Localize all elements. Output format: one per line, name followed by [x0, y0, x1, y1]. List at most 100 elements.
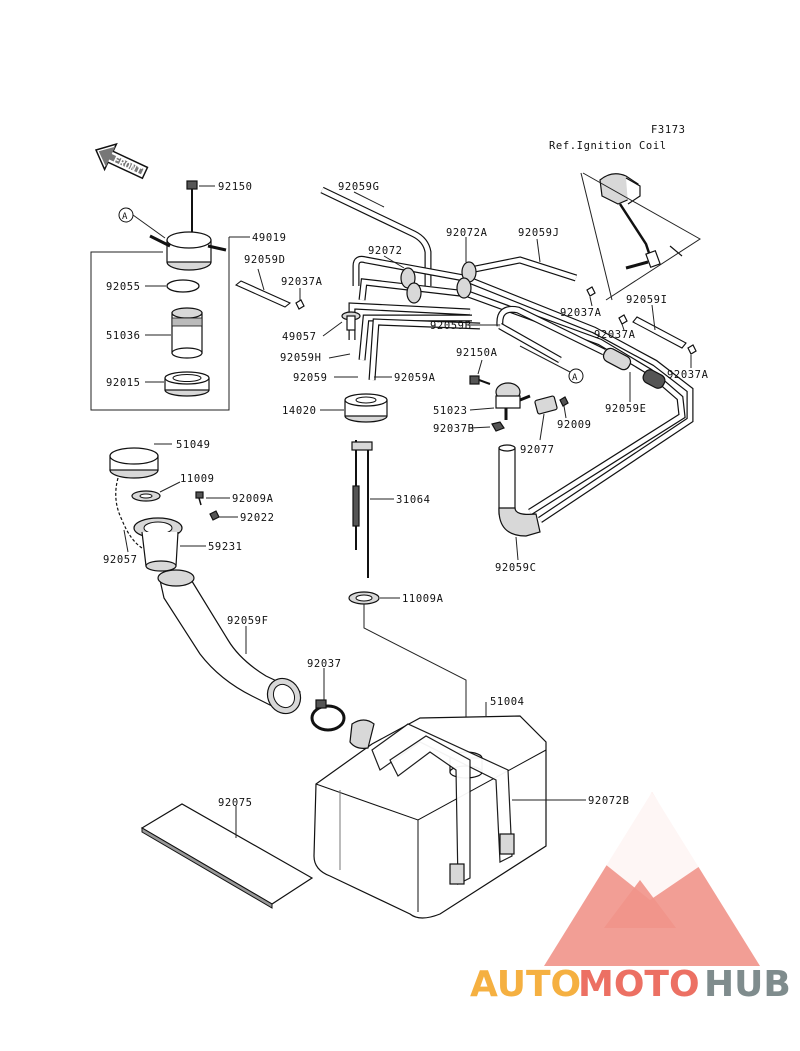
front-arrow: FRONT — [94, 142, 149, 180]
label-31064: 31064 — [396, 494, 431, 506]
label-92037A-4: 92037A — [667, 369, 709, 381]
part-92037A-clip-1 — [295, 299, 305, 310]
leader-49057 — [322, 321, 343, 337]
leader-92072 — [383, 255, 405, 269]
part-92059C-elbow-hose — [498, 444, 541, 537]
leader-92057 — [123, 529, 129, 553]
leader-11009 — [159, 481, 181, 493]
label-14020: 14020 — [282, 405, 317, 417]
part-92059E-hose-sleeve — [602, 347, 666, 389]
figure-code: F3173 — [651, 124, 686, 136]
leader-92059D — [257, 268, 265, 291]
connector-a-marker-right — [568, 368, 584, 384]
leader-92077 — [539, 413, 545, 441]
label-51036: 51036 — [106, 330, 141, 342]
label-92059G: 92059G — [338, 181, 380, 193]
part-92037A-clip-3 — [618, 314, 628, 325]
leader-connector-a-left — [132, 214, 166, 239]
part-92015-bowl-ring — [164, 371, 210, 397]
label-51049: 51049 — [176, 439, 211, 451]
label-49019: 49019 — [252, 232, 287, 244]
reference-note: Ref.Ignition Coil — [549, 140, 667, 152]
part-92037A-clip-2 — [586, 286, 596, 297]
label-92057: 92057 — [103, 554, 138, 566]
part-92009A-screw — [195, 491, 204, 506]
part-92037A-clip-4 — [687, 344, 697, 355]
label-92037A-3: 92037A — [594, 329, 636, 341]
label-92072: 92072 — [368, 245, 403, 257]
label-92072A: 92072A — [446, 227, 488, 239]
label-92059F: 92059F — [227, 615, 269, 627]
label-11009A: 11009A — [402, 593, 444, 605]
part-51049-filler-cap — [109, 447, 159, 479]
label-92059I: 92059I — [626, 294, 668, 306]
label-51004: 51004 — [490, 696, 525, 708]
label-51023: 51023 — [433, 405, 468, 417]
ignition-ref-leader — [580, 172, 613, 301]
label-92059H: 92059H — [280, 352, 322, 364]
ignition-ref-bracket — [582, 172, 701, 301]
label-49057: 49057 — [282, 331, 317, 343]
label-92055: 92055 — [106, 281, 141, 293]
leader-92009 — [563, 405, 567, 419]
label-92075: 92075 — [218, 797, 253, 809]
leader-92059J — [536, 238, 541, 263]
connector-a-label-right: A — [572, 373, 578, 383]
part-92072-clamp — [400, 267, 422, 304]
leader-92037B — [469, 426, 491, 429]
part-92150-screw — [186, 180, 198, 232]
leader-gasket-to-tank — [363, 604, 467, 748]
part-92055-o-ring — [166, 279, 200, 293]
part-92059D-hose — [234, 280, 292, 308]
leader-92037A-2 — [589, 296, 593, 307]
part-92059I-hose — [632, 316, 687, 349]
part-59231-filler-neck — [133, 517, 183, 572]
part-92037-hose-clamp — [310, 699, 346, 732]
part-14020-nut — [344, 393, 388, 423]
label-92009: 92009 — [557, 419, 592, 431]
part-11009A-gasket — [348, 591, 380, 605]
label-92022: 92022 — [240, 512, 275, 524]
part-92022-screw — [209, 510, 220, 521]
part-92059G-vent-hose — [320, 186, 432, 286]
watermark-auto: AUTO — [470, 964, 581, 1005]
part-49019-filter-head — [149, 231, 227, 271]
label-92059J: 92059J — [518, 227, 560, 239]
label-59231: 59231 — [208, 541, 243, 553]
watermark-logo: AUTO MOTO HUB — [470, 792, 791, 1005]
label-92059B: 92059B — [430, 320, 472, 332]
part-49057-fitting — [341, 311, 361, 331]
label-92150: 92150 — [218, 181, 253, 193]
label-92072B: 92072B — [588, 795, 630, 807]
part-51004-fuel-tank — [313, 715, 547, 919]
part-92075-pad — [140, 803, 314, 909]
leader-51023 — [469, 407, 495, 411]
leader-connector-a-right — [519, 345, 571, 373]
connector-a-label-left: A — [122, 212, 128, 222]
watermark-moto: MOTO — [578, 964, 700, 1005]
leader-92059G — [353, 191, 385, 208]
leader-92150A — [477, 359, 483, 375]
label-92037: 92037 — [307, 658, 342, 670]
label-92009A: 92009A — [232, 493, 274, 505]
leader-92059H — [328, 353, 351, 359]
label-92077: 92077 — [520, 444, 555, 456]
part-51036-filter-element — [171, 307, 203, 359]
part-92150A-bolt — [469, 375, 491, 385]
leader-92037A-3 — [621, 323, 625, 331]
filter-group-bracket — [90, 237, 230, 411]
part-92059F-filler-hose — [157, 569, 302, 715]
label-92037A-2: 92037A — [560, 307, 602, 319]
leader-92059I — [651, 304, 656, 331]
label-92059E: 92059E — [605, 403, 647, 415]
label-92150A: 92150A — [456, 347, 498, 359]
ignition-coil-reference — [599, 173, 683, 270]
part-92009-screw — [559, 396, 569, 407]
part-92037B-clip — [491, 421, 505, 432]
leader-92059C — [515, 536, 519, 561]
part-31064-pickup-tube — [351, 440, 373, 578]
part-92072A-clamp — [456, 261, 477, 299]
part-92077-strainer — [534, 395, 558, 415]
